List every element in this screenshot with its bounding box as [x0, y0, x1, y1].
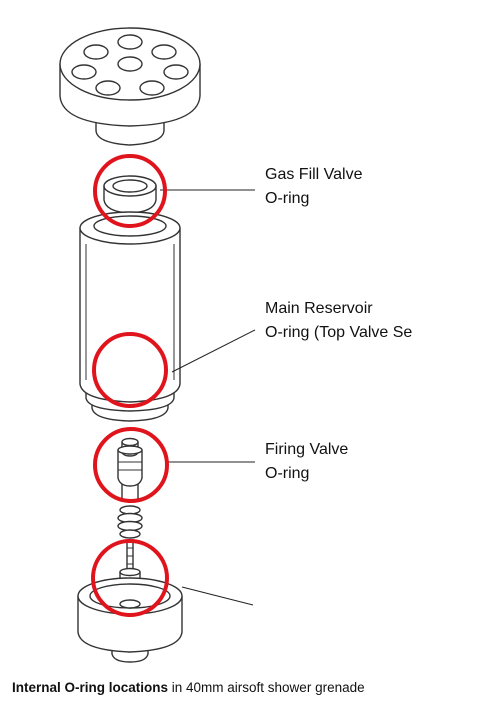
caption-rest: in 40mm airsoft shower grenade: [168, 680, 365, 695]
gas-fill-highlight-icon: [93, 154, 167, 228]
figure-caption: Internal O-ring locations in 40mm airsof…: [12, 680, 365, 695]
callout-reservoir-clip: Main Reservoir O-ring (Top Valve Se: [255, 290, 435, 360]
main-reservoir-part: [79, 211, 181, 422]
leader-line-base: [181, 586, 254, 606]
callout-firing-line2: O-ring: [265, 465, 310, 482]
base-highlight-icon: [91, 539, 169, 617]
callout-reservoir-line2: O-ring (Top Valve Se: [265, 324, 413, 341]
caption-bold: Internal O-ring locations: [12, 680, 169, 695]
callout-reservoir-line1: Main Reservoir: [265, 300, 373, 317]
callout-gas-fill-line2: O-ring: [265, 190, 310, 207]
leader-lines: [160, 189, 256, 606]
callout-gas-fill-line1: Gas Fill Valve: [265, 166, 363, 183]
firing-valve-highlight-icon: [93, 427, 169, 503]
reservoir-highlight-icon: [92, 332, 168, 408]
callout-gas-fill-valve: Gas Fill Valve O-ring: [265, 163, 363, 211]
shower-head-part: [59, 27, 201, 146]
highlight-circles: [91, 154, 169, 617]
leader-line-reservoir: [171, 329, 256, 373]
callout-main-reservoir: Main Reservoir O-ring (Top Valve Se: [255, 290, 435, 345]
callout-firing-valve: Firing Valve O-ring: [265, 438, 348, 486]
shower-holes: [71, 34, 189, 96]
gas-fill-valve-part: [103, 175, 157, 214]
firing-valve-part: [117, 437, 143, 503]
callout-firing-line1: Firing Valve: [265, 441, 349, 458]
